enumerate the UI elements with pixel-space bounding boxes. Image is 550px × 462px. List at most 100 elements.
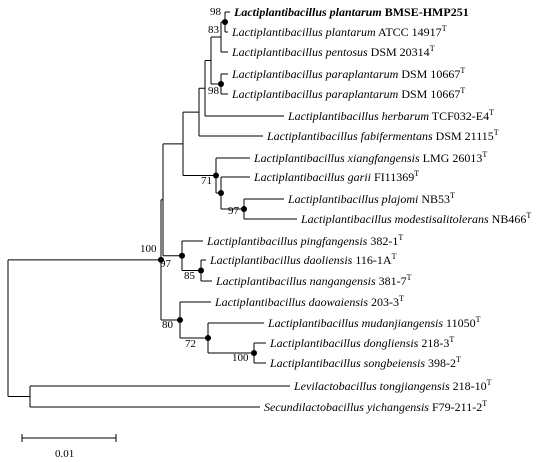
taxon-species-name: Lactiplantibacillus songbeiensis bbox=[269, 356, 425, 370]
tree-node-markers bbox=[158, 19, 257, 356]
taxon-label-t18: Lactiplantibacillus songbeiensis 398-2T bbox=[269, 355, 461, 370]
taxon-strain: 382-1 bbox=[367, 234, 398, 248]
taxon-species-name: Lactiplantibacillus daowaiensis bbox=[214, 295, 368, 309]
taxon-species-name: Lactiplantibacillus modestisalitolerans bbox=[300, 212, 489, 226]
taxon-label-t16: Lactiplantibacillus mudanjiangensis 1105… bbox=[267, 315, 481, 330]
type-strain-marker: T bbox=[442, 24, 447, 33]
taxon-label-t12: Lactiplantibacillus pingfangensis 382-1T bbox=[206, 233, 403, 248]
taxon-species-name: Lactiplantibacillus daoliensis bbox=[209, 253, 353, 267]
node-dot-n_72 bbox=[205, 335, 211, 341]
type-strain-marker: T bbox=[450, 191, 455, 200]
taxon-strain: 116-1A bbox=[352, 253, 392, 267]
node-dot-n_80 bbox=[177, 317, 183, 323]
taxon-label-t20: Secundilactobacillus yichangensis F79-21… bbox=[264, 399, 487, 414]
taxon-strain: 11050 bbox=[443, 316, 476, 330]
taxon-species-name: Lactiplantibacillus mudanjiangensis bbox=[267, 316, 443, 330]
taxon-strain: DSM 21115 bbox=[433, 129, 494, 143]
taxon-species-name: Secundilactobacillus yichangensis bbox=[264, 400, 429, 414]
taxon-label-t5: Lactiplantibacillus paraplantarum DSM 10… bbox=[231, 86, 465, 101]
type-strain-marker: T bbox=[407, 273, 412, 282]
type-strain-marker: T bbox=[482, 150, 487, 159]
type-strain-marker: T bbox=[398, 233, 403, 242]
taxon-strain: 381-7 bbox=[376, 274, 407, 288]
taxon-strain: ATCC 14917 bbox=[376, 25, 442, 39]
type-strain-marker: T bbox=[487, 378, 492, 387]
taxon-label-t13: Lactiplantibacillus daoliensis 116-1AT bbox=[209, 252, 397, 267]
type-strain-marker: T bbox=[456, 355, 461, 364]
taxon-strain: 398-2 bbox=[425, 356, 456, 370]
taxon-species-name: Lactiplantibacillus fabifermentans bbox=[266, 129, 433, 143]
bootstrap-n_98a: 98 bbox=[210, 6, 222, 18]
bootstrap-n_80: 80 bbox=[162, 319, 174, 331]
node-dot-n_100a bbox=[158, 256, 164, 263]
node-dot-n_85 bbox=[198, 267, 204, 274]
taxon-label-t2: Lactiplantibacillus plantarum ATCC 14917… bbox=[231, 24, 447, 39]
taxon-strain: DSM 20314 bbox=[368, 45, 430, 59]
node-dot-n_100b bbox=[251, 350, 257, 356]
taxon-species-name: Lactiplantibacillus plajomi bbox=[287, 192, 418, 206]
bootstrap-n_97b: 97 bbox=[160, 258, 172, 270]
taxon-label-t19: Levilactobacillus tongjiangensis 218-10T bbox=[293, 378, 492, 393]
node-dot-n_98b bbox=[218, 81, 224, 87]
taxon-label-t14: Lactiplantibacillus nangangensis 381-7T bbox=[215, 273, 412, 288]
bootstrap-n_85: 85 bbox=[184, 270, 196, 282]
bootstrap-n_72: 72 bbox=[185, 338, 196, 350]
taxon-species-name: Lactiplantibacillus pingfangensis bbox=[206, 234, 368, 248]
node-dot-n_D bbox=[213, 172, 219, 179]
taxon-label-t6: Lactiplantibacillus herbarum TCF032-E4T bbox=[287, 108, 494, 123]
node-dot-n_97a bbox=[241, 206, 247, 212]
taxon-label-t11: Lactiplantibacillus modestisalitolerans … bbox=[300, 211, 531, 226]
bootstrap-n_83: 83 bbox=[208, 24, 220, 36]
scale-bar: 0.01 bbox=[21, 434, 117, 460]
taxon-strain: F79-211-2 bbox=[429, 400, 482, 414]
type-strain-marker: T bbox=[414, 169, 419, 178]
type-strain-marker: T bbox=[476, 315, 481, 324]
taxon-strain: NB53 bbox=[418, 192, 450, 206]
type-strain-marker: T bbox=[399, 294, 404, 303]
taxon-strain: BMSE-HMP251 bbox=[382, 5, 469, 19]
taxon-strain: 218-3 bbox=[418, 336, 449, 350]
type-strain-marker: T bbox=[526, 211, 531, 220]
bootstrap-n_100b: 100 bbox=[232, 352, 249, 364]
type-strain-marker: T bbox=[494, 128, 499, 137]
bootstrap-n_71: 71 bbox=[201, 175, 212, 187]
taxon-species-name: Lactiplantibacillus paraplantarum bbox=[231, 67, 399, 81]
taxon-label-t17: Lactiplantibacillus dongliensis 218-3T bbox=[269, 335, 454, 350]
node-dot-n_97b bbox=[179, 252, 185, 259]
taxon-strain: FI11369 bbox=[371, 170, 414, 184]
taxon-strain: 203-3 bbox=[368, 295, 399, 309]
taxon-species-name: Lactiplantibacillus plantarum bbox=[231, 25, 376, 39]
taxon-strain: 218-10 bbox=[450, 379, 487, 393]
taxon-label-t9: Lactiplantibacillus garii FI11369T bbox=[253, 169, 419, 184]
type-strain-marker: T bbox=[460, 86, 465, 95]
taxon-label-t10: Lactiplantibacillus plajomi NB53T bbox=[287, 191, 455, 206]
taxon-label-t8: Lactiplantibacillus xiangfangensis LMG 2… bbox=[253, 150, 487, 165]
taxon-species-name: Lactiplantibacillus nangangensis bbox=[215, 274, 376, 288]
node-dot-n_98a bbox=[222, 19, 228, 25]
taxon-strain: TCF032-E4 bbox=[429, 109, 489, 123]
type-strain-marker: T bbox=[392, 252, 397, 261]
type-strain-marker: T bbox=[430, 44, 435, 53]
taxon-species-name: Lactiplantibacillus dongliensis bbox=[269, 336, 419, 350]
taxon-species-name: Lactiplantibacillus xiangfangensis bbox=[253, 151, 420, 165]
taxon-label-t4: Lactiplantibacillus paraplantarum DSM 10… bbox=[231, 66, 465, 81]
taxon-label-t3: Lactiplantibacillus pentosus DSM 20314T bbox=[231, 44, 435, 59]
bootstrap-n_97a: 97 bbox=[228, 205, 240, 217]
bootstrap-n_100a: 100 bbox=[140, 243, 157, 255]
type-strain-marker: T bbox=[449, 335, 454, 344]
node-dot-n_71 bbox=[218, 190, 224, 196]
type-strain-marker: T bbox=[489, 108, 494, 117]
bootstrap-n_98b: 98 bbox=[208, 85, 220, 97]
taxon-species-name: Lactiplantibacillus plantarum bbox=[233, 5, 382, 19]
taxon-labels: Lactiplantibacillus plantarum BMSE-HMP25… bbox=[206, 5, 531, 414]
type-strain-marker: T bbox=[460, 66, 465, 75]
taxon-species-name: Levilactobacillus tongjiangensis bbox=[293, 379, 450, 393]
type-strain-marker: T bbox=[482, 399, 487, 408]
taxon-strain: DSM 10667 bbox=[398, 87, 460, 101]
taxon-label-t1: Lactiplantibacillus plantarum BMSE-HMP25… bbox=[233, 5, 469, 19]
taxon-strain: DSM 10667 bbox=[398, 67, 460, 81]
taxon-species-name: Lactiplantibacillus herbarum bbox=[287, 109, 429, 123]
scale-bar-label: 0.01 bbox=[55, 448, 74, 460]
